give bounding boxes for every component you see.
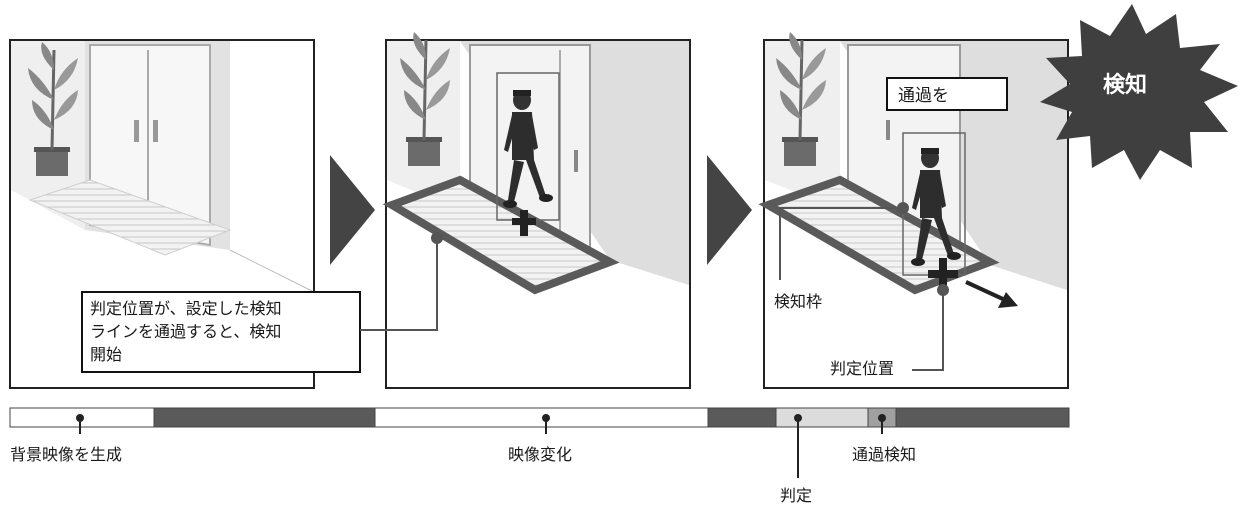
panel-3: 検知枠 判定位置 通過を <box>758 30 1069 389</box>
segment-wait-2 <box>707 407 777 428</box>
panel-1: 判定位置が、設定した検知 ラインを通過すると、検知 開始 <box>9 39 361 389</box>
position-label: 判定位置 <box>830 359 894 378</box>
timeline-label-judge: 判定 <box>780 486 812 505</box>
segment-judge <box>775 407 869 428</box>
next-arrow-2 <box>707 155 752 265</box>
door-mat <box>28 179 232 256</box>
timeline: 背景映像を生成 映像変化 判定 通過検知 <box>9 407 1070 505</box>
detection-line <box>382 175 620 295</box>
callout-line-2: ラインを通過すると、検知 <box>90 322 281 341</box>
pass-label-box <box>886 77 1008 111</box>
callout-line-1: 判定位置が、設定した検知 <box>90 299 282 318</box>
position-marker <box>928 258 958 288</box>
next-arrow-1 <box>330 155 375 265</box>
timeline-label-background: 背景映像を生成 <box>10 445 122 464</box>
callout-line-3: 開始 <box>90 345 122 364</box>
pass-label: 通過を <box>898 86 949 106</box>
burst-label: 検知 <box>1103 72 1147 98</box>
position-marker <box>512 210 536 236</box>
direction-arrow <box>998 292 1018 308</box>
frame-label: 検知枠 <box>774 292 822 311</box>
segment-change <box>374 407 709 428</box>
timeline-label-detect: 通過検知 <box>852 445 916 464</box>
detection-burst: 検知 <box>1040 4 1238 180</box>
timeline-label-change: 映像変化 <box>508 445 572 464</box>
panel-2 <box>360 30 691 389</box>
segment-wait-1 <box>153 407 376 428</box>
segment-wait-3 <box>895 407 1070 428</box>
start-callout <box>81 291 361 373</box>
